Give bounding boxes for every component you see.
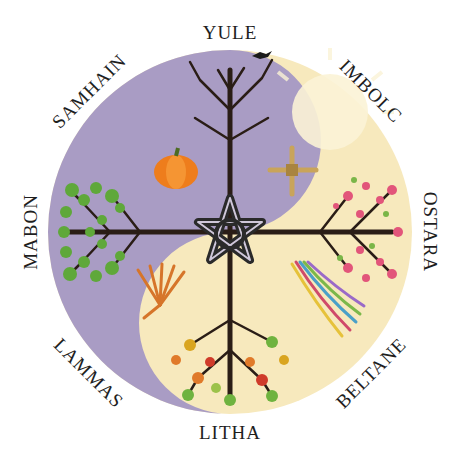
pink-blossoms — [333, 182, 403, 282]
brigid-cross — [270, 148, 316, 194]
light-half — [48, 50, 412, 414]
green-leaves — [58, 182, 125, 282]
summer-leaves — [171, 336, 289, 406]
crow — [252, 51, 272, 59]
cross-center — [286, 164, 298, 176]
wheat-sheaf — [138, 264, 184, 318]
celtic-star — [198, 198, 262, 260]
sabbat-label: OSTARA — [421, 192, 440, 273]
sabbat-label: LITHA — [199, 423, 261, 442]
maypole-ribbons — [292, 262, 364, 336]
pumpkin — [154, 148, 198, 189]
tree-trunks — [70, 60, 392, 396]
sabbat-label: YULE — [203, 23, 258, 42]
spring-leaves — [337, 177, 389, 261]
sabbat-label: MABON — [21, 194, 40, 270]
